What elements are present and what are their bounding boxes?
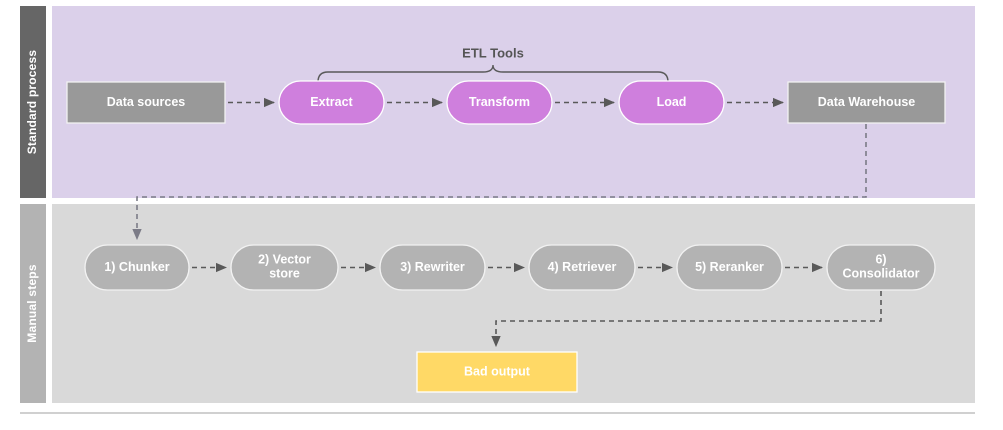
node-label-chunker: 1) Chunker — [104, 260, 169, 274]
node-label-transform: Transform — [469, 95, 530, 109]
node-bad-output[interactable]: Bad output — [416, 351, 578, 393]
node-shape-chunker[interactable] — [84, 244, 190, 291]
node-extract[interactable]: Extract — [278, 80, 385, 125]
node-rewriter[interactable]: 3) Rewriter — [379, 244, 486, 291]
edge-data-warehouse-to-chunker — [132, 124, 867, 241]
band-label-standard-process: Standard process — [25, 50, 39, 155]
annotations-layer: ETL Tools — [317, 45, 669, 83]
band-label-strip-manual-steps — [20, 204, 46, 403]
node-label-reranker: 5) Reranker — [695, 260, 764, 274]
node-label-data-warehouse: Data Warehouse — [818, 95, 916, 109]
node-label-rewriter: 3) Rewriter — [400, 260, 465, 274]
node-label-consolidator: 6)Consolidator — [842, 253, 919, 281]
node-retriever[interactable]: 4) Retriever — [528, 244, 636, 291]
node-shape-transform[interactable] — [446, 80, 553, 125]
node-reranker[interactable]: 5) Reranker — [676, 244, 783, 291]
node-consolidator[interactable]: 6)Consolidator — [826, 244, 936, 291]
node-label-load: Load — [657, 95, 687, 109]
node-load[interactable]: Load — [618, 80, 725, 125]
node-shape-data-warehouse[interactable] — [787, 81, 946, 124]
node-shape-rewriter[interactable] — [379, 244, 486, 291]
node-label-extract: Extract — [310, 95, 353, 109]
band-label-manual-steps: Manual steps — [25, 264, 39, 343]
brace-shape — [317, 64, 669, 83]
node-shape-consolidator[interactable] — [826, 244, 936, 291]
node-shape-bad-output[interactable] — [416, 351, 578, 393]
etl-tools-brace: ETL Tools — [317, 45, 669, 83]
edges-layer — [132, 97, 882, 348]
footer-rule — [20, 412, 975, 414]
node-shape-load[interactable] — [618, 80, 725, 125]
node-transform[interactable]: Transform — [446, 80, 553, 125]
node-data-sources[interactable]: Data sources — [66, 81, 226, 124]
node-chunker[interactable]: 1) Chunker — [84, 244, 190, 291]
node-label-data-sources: Data sources — [107, 95, 186, 109]
band-label-strip-standard-process — [20, 6, 46, 198]
node-shape-vector-store[interactable] — [230, 244, 339, 291]
footer-layer — [20, 412, 975, 414]
edge-consolidator-to-bad-output — [491, 291, 882, 348]
node-data-warehouse[interactable]: Data Warehouse — [787, 81, 946, 124]
node-shape-extract[interactable] — [278, 80, 385, 125]
nodes-layer: Data sources Extract Transform Load Data War… — [66, 80, 946, 393]
node-shape-retriever[interactable] — [528, 244, 636, 291]
node-shape-reranker[interactable] — [676, 244, 783, 291]
node-shape-data-sources[interactable] — [66, 81, 226, 124]
node-label-retriever: 4) Retriever — [548, 260, 617, 274]
brace-label: ETL Tools — [462, 45, 524, 60]
node-label-bad-output: Bad output — [464, 364, 531, 378]
